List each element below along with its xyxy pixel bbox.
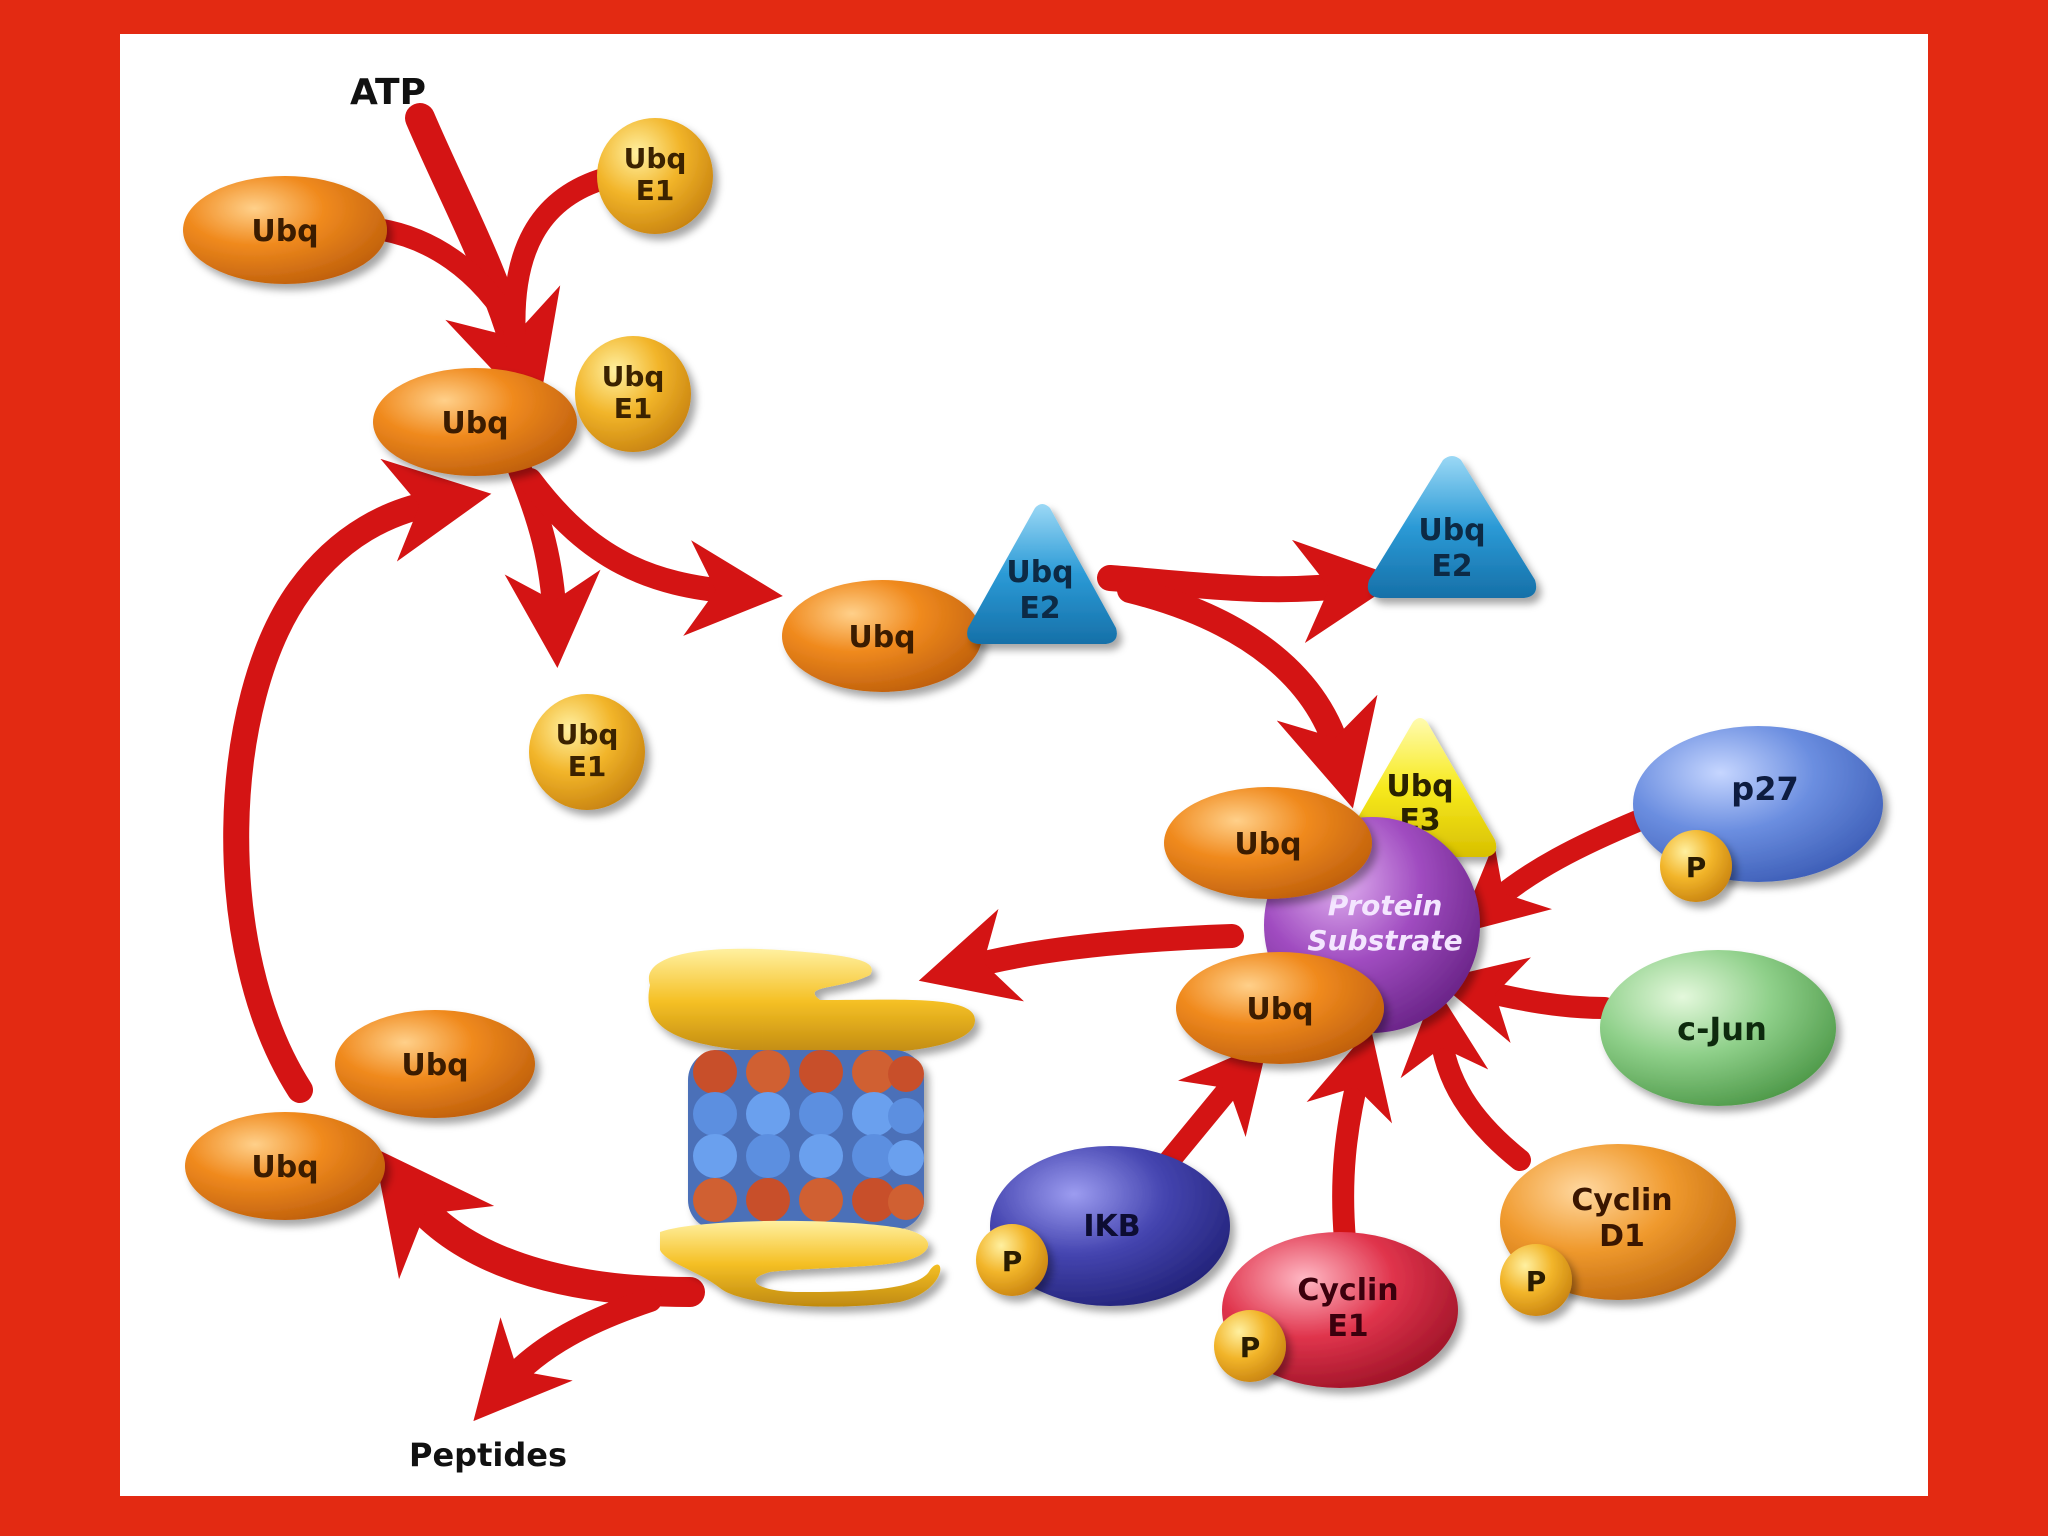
arrow-to-peptides [473, 1288, 662, 1422]
protein-substrate-label-line1: Protein [1328, 889, 1443, 922]
ubq-e2-label-line1: Ubq [1418, 513, 1485, 548]
arrow-to-e2 [518, 468, 783, 636]
ubq-e3-label-line1: Ubq [1386, 769, 1453, 804]
ubq-e1-node-top: Ubq E1 [597, 118, 713, 234]
ubq-node-e3-lower: Ubq [1176, 952, 1384, 1064]
ikb-label: IKB [1083, 1209, 1140, 1244]
ubq-label: Ubq [1234, 827, 1301, 862]
ubq-label: Ubq [251, 214, 318, 249]
proteasome-subunits [693, 1050, 924, 1222]
ubq-node-e2-bound: Ubq [782, 580, 982, 692]
ubq-e2-label-line2: E2 [1431, 549, 1472, 584]
arrow-cyclin-e1-in [1306, 1027, 1393, 1251]
phosphate-label: P [1240, 1331, 1261, 1364]
arrow-ubq-in [359, 217, 526, 341]
ubq-label: Ubq [401, 1048, 468, 1083]
phosphate-cyclin-e1: P [1214, 1310, 1286, 1382]
ubq-e1-label-line2: E1 [614, 392, 653, 425]
ubq-e1-label-line2: E1 [568, 750, 607, 783]
arrow-recycle-ubq [223, 458, 492, 1103]
phosphate-label: P [1002, 1245, 1023, 1278]
phosphate-label: P [1526, 1265, 1547, 1298]
pathway-arrows [223, 103, 1651, 1422]
phosphate-ikb: P [976, 1224, 1048, 1296]
ikb-node: IKB [990, 1146, 1230, 1306]
protein-substrate-label-line2: Substrate [1307, 924, 1462, 957]
ubq-e1-label-line1: Ubq [602, 360, 665, 393]
ubq-node-recycled-lower: Ubq [185, 1112, 385, 1220]
proteasome [648, 948, 975, 1307]
c-jun-label: c-Jun [1677, 1010, 1767, 1048]
ubq-e1-label-line1: Ubq [556, 718, 619, 751]
cyclin-e1-label-line2: E1 [1327, 1309, 1368, 1344]
arrow-p27-in [1456, 809, 1651, 934]
arrow-to-e3 [1117, 577, 1378, 809]
arrow-e1-in [503, 169, 611, 351]
ubq-node-e3-upper: Ubq [1164, 787, 1372, 899]
proteasome-bottom-cap [660, 1220, 941, 1307]
ubq-e1-label-line1: Ubq [624, 142, 687, 175]
arrow-cyclin-d1-in [1400, 986, 1531, 1171]
arrow-cjun-in [1435, 957, 1616, 1043]
arrow-proteasome-out [373, 1147, 705, 1307]
ubq-e2-node-free: Ubq E2 [1367, 456, 1537, 598]
ubq-label: Ubq [848, 620, 915, 655]
cyclin-e1-label-line1: Cyclin [1297, 1273, 1398, 1308]
ubq-e2-label-line2: E2 [1019, 591, 1060, 626]
ubq-node-top: Ubq [183, 176, 387, 284]
ubq-e1-node-bound: Ubq E1 [575, 336, 691, 452]
ubq-e2-node-bound: Ubq E2 [967, 504, 1117, 644]
phosphate-p27: P [1660, 830, 1732, 902]
arrow-ikb-in [1159, 1041, 1269, 1171]
ubq-e2-label-line1: Ubq [1006, 555, 1073, 590]
ubq-label: Ubq [1246, 992, 1313, 1027]
arrow-to-proteasome [918, 908, 1244, 1002]
phosphate-cyclin-d1: P [1500, 1244, 1572, 1316]
ubq-label: Ubq [441, 406, 508, 441]
cyclin-d1-label-line2: D1 [1599, 1219, 1645, 1254]
ubq-node-recycled-upper: Ubq [335, 1010, 535, 1118]
atp-label: ATP [350, 72, 426, 113]
p27-label: p27 [1731, 770, 1798, 808]
ubq-e1-label-line2: E1 [636, 174, 675, 207]
ubq-node-activated: Ubq [373, 368, 577, 476]
c-jun-node: c-Jun [1600, 950, 1836, 1106]
ubq-label: Ubq [251, 1150, 318, 1185]
ubq-e1-node-free: Ubq E1 [529, 694, 645, 810]
proteasome-top-cap [648, 948, 975, 1055]
phosphate-label: P [1686, 851, 1707, 884]
cyclin-d1-label-line1: Cyclin [1571, 1183, 1672, 1218]
peptides-label: Peptides [409, 1436, 567, 1474]
